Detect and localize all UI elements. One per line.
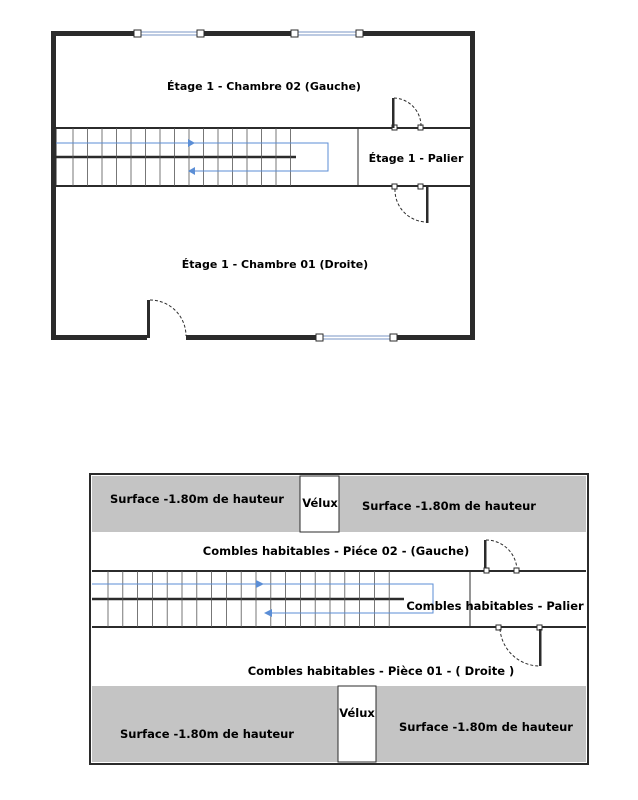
low-height-zone-bottom-left — [92, 686, 338, 762]
attic-velux-bottom — [337, 685, 377, 763]
floor1-room-left-label: Étage 1 - Chambre 02 (Gauche) — [167, 80, 361, 93]
attic-room-left-label: Combles habitables - Piéce 02 - (Gauche) — [203, 544, 469, 558]
floor1-landing-label: Étage 1 - Palier — [369, 152, 464, 165]
attic-surface-bottom-right-label: Surface -1.80m de hauteur — [399, 720, 573, 734]
attic-velux-bottom-label: Vélux — [339, 706, 375, 720]
floor1-door-upper — [392, 97, 422, 128]
floor1-door-bottom — [147, 299, 187, 338]
stair-up-arrow-icon — [256, 580, 264, 588]
floor1-stair-treads — [72, 128, 291, 186]
low-height-zone-bottom-right — [376, 686, 586, 762]
attic-door-upper — [483, 539, 520, 574]
attic-landing-label: Combles habitables - Palier — [406, 599, 584, 613]
low-height-zone-top-right — [339, 476, 586, 532]
stair-down-arrow-icon — [264, 609, 272, 617]
floor1-door-lower — [394, 187, 429, 223]
attic-room-right-label: Combles habitables - Pièce 01 - ( Droite… — [248, 664, 515, 678]
attic-door-lower — [495, 624, 543, 667]
attic-velux-top — [299, 475, 340, 533]
attic-surface-top-right-label: Surface -1.80m de hauteur — [362, 499, 536, 513]
floor1-staircase — [55, 127, 470, 187]
floor1-room-right-label: Étage 1 - Chambre 01 (Droite) — [182, 258, 368, 271]
floor1-window-top-left — [133, 29, 205, 38]
attic-surface-top-left-label: Surface -1.80m de hauteur — [110, 492, 284, 506]
attic-velux-top-label: Vélux — [302, 496, 338, 510]
floor1-window-top-right — [290, 29, 364, 38]
attic-surface-bottom-left-label: Surface -1.80m de hauteur — [120, 727, 294, 741]
floor1-exterior-walls — [51, 31, 475, 340]
floor1-plan: Étage 1 - Chambre 02 (Gauche) Étage 1 - … — [51, 29, 475, 342]
attic-plan: Surface -1.80m de hauteur Vélux Surface … — [89, 473, 589, 765]
attic-outer-wall — [89, 473, 589, 765]
attic-staircase — [92, 570, 586, 628]
stair-up-arrow-icon — [188, 139, 195, 147]
stair-down-arrow-icon — [188, 167, 195, 175]
low-height-zone-top-left — [92, 476, 300, 532]
floor1-window-bottom — [315, 333, 398, 342]
attic-low-height-zones — [92, 476, 586, 762]
